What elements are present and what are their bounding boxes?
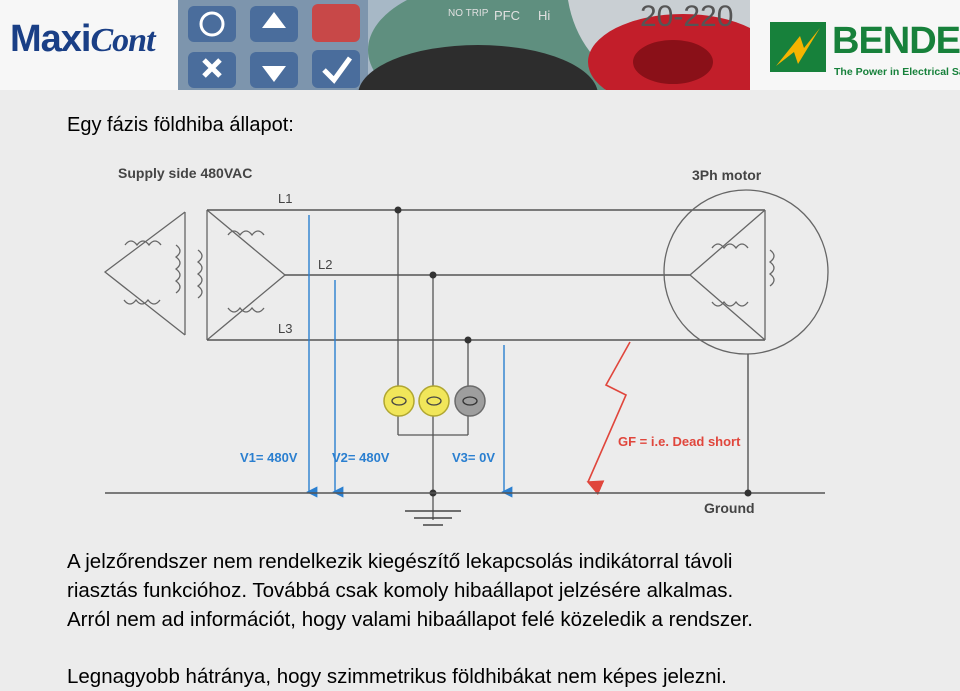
indicator-lamp-3 — [454, 385, 486, 417]
fault-label: GF = i.e. Dead short — [618, 434, 741, 449]
voltage-v3: V3= 0V — [452, 450, 495, 465]
primary-winding — [103, 211, 186, 336]
description-line-2: riasztás funkcióhoz. Továbbá csak komoly… — [67, 579, 734, 602]
fault-bolt — [586, 341, 631, 496]
supply-label: Supply side 480VAC — [118, 165, 252, 181]
phase-lines — [207, 209, 765, 341]
indicator-lamp-1 — [383, 385, 415, 417]
bender-bolt-icon — [770, 22, 826, 72]
voltage-v1: V1= 480V — [240, 450, 298, 465]
earth-symbol — [405, 510, 461, 526]
photo-label-no: NO TRIP — [448, 8, 489, 19]
lamp-circuit — [397, 210, 469, 520]
maxicont-logo: MaxiCont — [10, 18, 156, 60]
junction-motor-ground — [744, 489, 752, 497]
description-paragraph: A jelzőrendszer nem rendelkezik kiegészí… — [67, 547, 947, 634]
indicator-lamp-2 — [418, 385, 450, 417]
description-line-1: A jelzőrendszer nem rendelkezik kiegészí… — [67, 550, 733, 573]
voltage-arrows — [306, 215, 513, 498]
line-label-l3: L3 — [278, 321, 292, 336]
header-banner: MaxiCont NO TRIP PFC Hi 20-220 BENDER Th… — [0, 0, 960, 90]
ground-label: Ground — [704, 500, 755, 516]
photo-label-hi: Hi — [538, 8, 550, 23]
description-line-3: Arról nem ad információt, hogy valami hi… — [67, 608, 753, 631]
junction-l2 — [429, 271, 437, 279]
photo-label-voltage: 20-220 — [640, 0, 733, 33]
secondary-winding — [196, 209, 287, 341]
ground-fault-diagram: Supply side 480VAC 3Ph motor L1 L2 L3 — [103, 165, 829, 526]
junction-l1 — [394, 206, 402, 214]
bender-logo: BENDER The Power in Electrical Safety — [770, 18, 960, 80]
line-label-l2: L2 — [318, 257, 332, 272]
line-label-l1: L1 — [278, 191, 292, 206]
photo-label-pfc: PFC — [494, 8, 520, 23]
conclusion-line: Legnagyobb hátránya, hogy szimmetrikus f… — [67, 665, 727, 688]
motor-label: 3Ph motor — [692, 167, 762, 183]
motor — [663, 189, 829, 355]
slide-title: Egy fázis földhiba állapot: — [67, 114, 294, 136]
junction-l3 — [464, 336, 472, 344]
voltage-v2: V2= 480V — [332, 450, 390, 465]
device-photo: NO TRIP PFC Hi 20-220 — [178, 0, 750, 90]
